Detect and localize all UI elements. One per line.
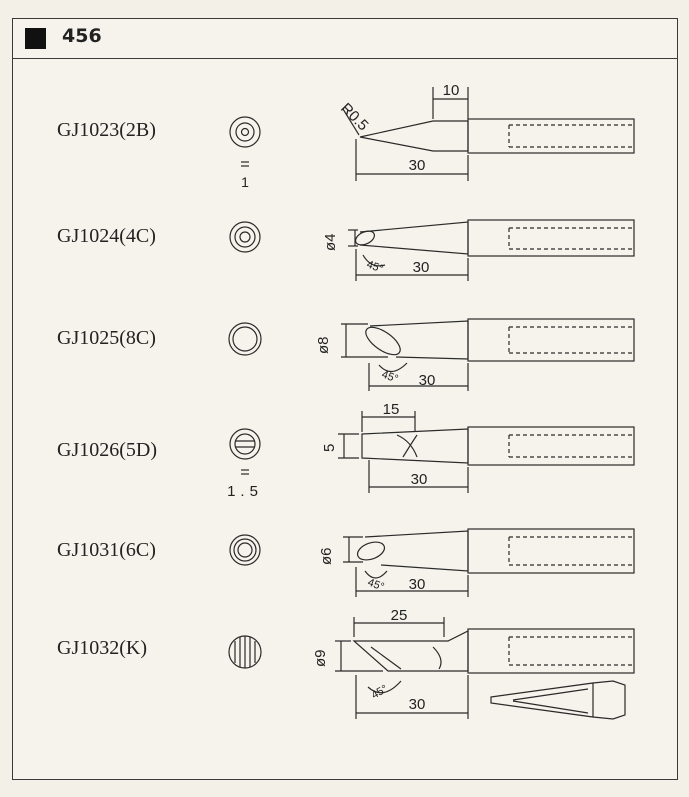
side-view-gj1026 xyxy=(338,411,635,493)
dim-30-gj1024: 30 xyxy=(413,259,430,276)
tip-drawing-gj1026: 1.5 15 5 30 xyxy=(227,401,635,500)
dim-25-gj1032: 25 xyxy=(391,607,408,624)
front-view-gj1026 xyxy=(229,428,261,475)
model-label-gj1024: GJ1024(4C) xyxy=(57,225,156,247)
model-label-gj1023: GJ1023(2B) xyxy=(57,119,156,141)
page-title: 456 xyxy=(62,25,102,47)
dim-diameter-gj1025: ø8 xyxy=(315,336,332,354)
dim-diameter-gj1024: ø4 xyxy=(322,233,339,251)
dim-angle-gj1031: 45° xyxy=(366,577,386,594)
tip-drawing-gj1024: ø4 45° 30 xyxy=(229,219,635,281)
tip-drawing-gj1023: 1 R0.5 10 30 xyxy=(229,82,635,190)
front-view-gj1025 xyxy=(228,322,262,356)
header-bar: 456 xyxy=(13,19,677,59)
dim-30-gj1023: 30 xyxy=(409,157,426,174)
side-view-gj1024 xyxy=(348,219,635,281)
dim-angle-gj1024: 45° xyxy=(365,259,385,276)
catalog-sheet: 456 GJ1023(2B) GJ1024(4C) GJ1025(8C) GJ1… xyxy=(12,18,678,780)
front-view-gj1023 xyxy=(229,116,261,167)
dim-diameter-gj1032: ø9 xyxy=(312,649,329,667)
dim-10-gj1023: 10 xyxy=(443,82,460,99)
model-label-gj1031: GJ1031(6C) xyxy=(57,539,156,561)
dim-30-gj1026: 30 xyxy=(411,471,428,488)
tip-drawing-gj1031: ø6 45° 30 xyxy=(229,528,635,597)
model-label-gj1026: GJ1026(5D) xyxy=(57,439,157,461)
front-view-gj1031 xyxy=(229,534,261,566)
dim-diameter-gj1031: ø6 xyxy=(318,547,335,565)
front-view-gj1032 xyxy=(228,635,262,669)
dim-radius-gj1023: R0.5 xyxy=(337,100,371,134)
model-label-gj1032: GJ1032(K) xyxy=(57,637,147,659)
side-view-gj1032 xyxy=(335,617,635,720)
dim-angle-gj1025: 45° xyxy=(380,369,400,386)
model-label-gj1025: GJ1025(8C) xyxy=(57,327,156,349)
header-square-icon xyxy=(25,28,46,49)
tip-drawing-gj1032: 25 ø9 45° 30 xyxy=(228,607,635,720)
front-note-gj1026: 1.5 xyxy=(227,483,263,500)
side-view-gj1031 xyxy=(343,528,635,597)
front-view-gj1024 xyxy=(229,221,261,253)
dim-30-gj1031: 30 xyxy=(409,576,426,593)
dim-15-gj1026: 15 xyxy=(383,401,400,418)
front-note-gj1023: 1 xyxy=(241,174,249,190)
dim-30-gj1032: 30 xyxy=(409,696,426,713)
dim-angle-gj1032: 45° xyxy=(370,683,390,702)
side-view-gj1023 xyxy=(342,87,635,181)
tip-drawings: 1 R0.5 10 30 xyxy=(227,82,635,720)
dim-5-gj1026: 5 xyxy=(321,444,338,452)
dim-30-gj1025: 30 xyxy=(419,372,436,389)
side-view-gj1025 xyxy=(341,318,635,391)
tip-drawing-gj1025: ø8 45° 30 xyxy=(228,318,635,391)
